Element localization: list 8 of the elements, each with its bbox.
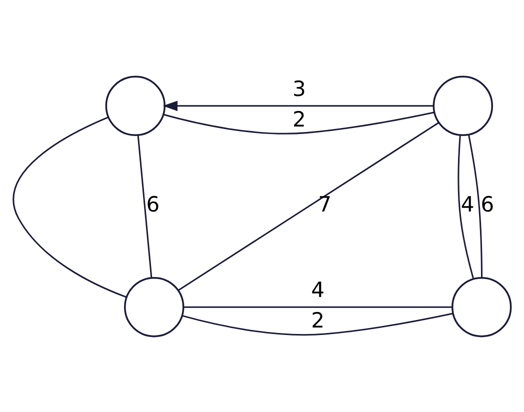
edge-label: 7 — [318, 191, 332, 216]
edge-label: 2 — [311, 306, 325, 332]
edge-label: 3 — [292, 75, 306, 100]
edge-label: 6 — [146, 191, 160, 216]
edge-label: 2 — [292, 106, 306, 131]
edge-label: 4 — [460, 191, 474, 216]
edge-label: 6 — [480, 191, 494, 216]
edge-label: 4 — [311, 276, 325, 302]
